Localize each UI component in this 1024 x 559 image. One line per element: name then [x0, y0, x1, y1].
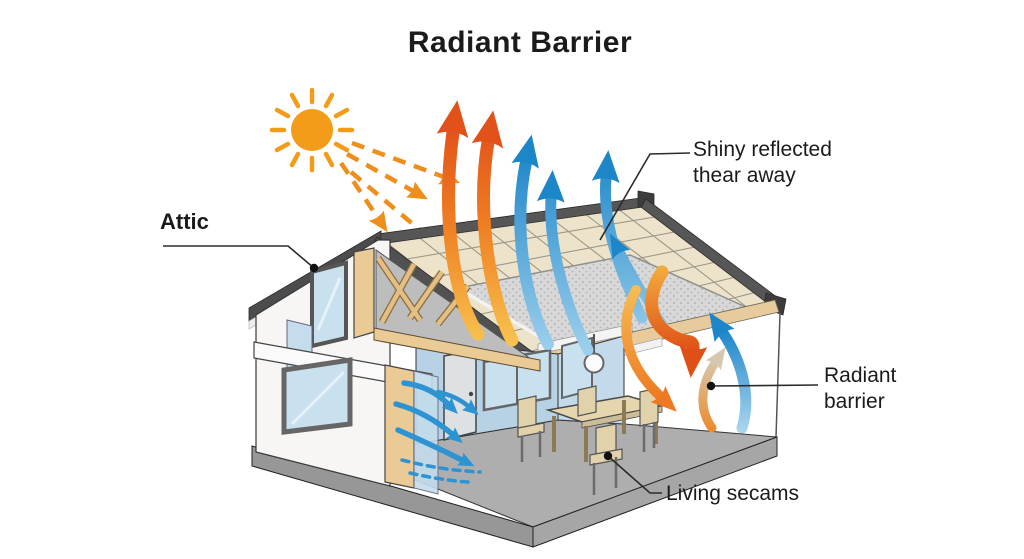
radiant-barrier-label-line1: Radiant	[824, 364, 897, 387]
attic-leader-line	[163, 245, 315, 269]
radiant-barrier-label: Radiant barrier	[824, 363, 896, 415]
interior-airflow-arrows	[393, 380, 482, 484]
interior-room	[251, 323, 778, 548]
radiant-leader-line	[710, 384, 819, 387]
lower-window	[281, 357, 353, 435]
attic-label: Attic	[160, 209, 209, 234]
house-front-facade	[253, 239, 541, 495]
shiny-reflected-label-line2: thear away	[693, 164, 796, 187]
radiant-barrier-label-line2: barrier	[824, 390, 885, 413]
shiny-reflected-label-line1: Shiny reflected	[693, 138, 832, 161]
sun-icon	[269, 87, 355, 173]
living-leader-line	[607, 455, 662, 494]
shiny-leader-line	[599, 152, 691, 241]
shiny-reflected-label: Shiny reflected thear away	[693, 137, 832, 189]
living-space-label: Living secams	[666, 482, 800, 505]
leader-lines	[163, 152, 819, 494]
attic-truss	[373, 249, 541, 372]
page-title: Radiant Barrier	[407, 26, 633, 59]
eave-heat-arrows	[621, 265, 752, 434]
pendant-light	[583, 334, 605, 374]
gable-window	[310, 260, 348, 349]
